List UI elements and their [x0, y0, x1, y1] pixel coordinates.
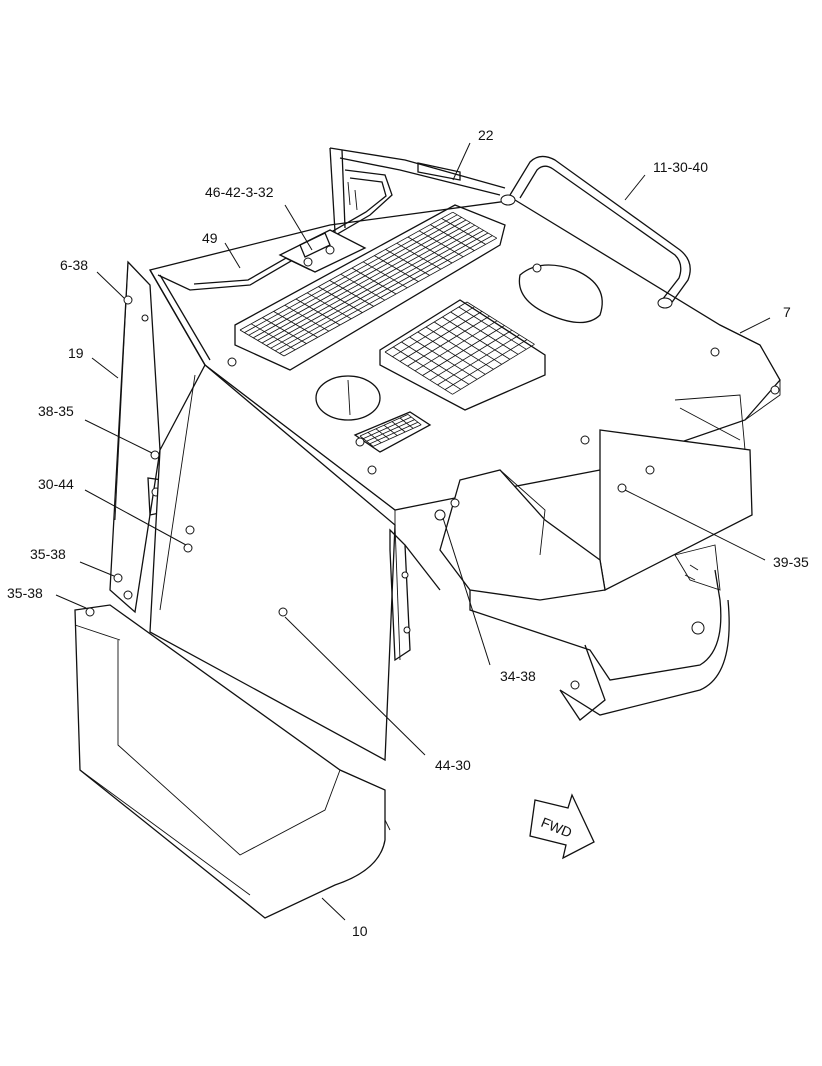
callout-10: 10: [352, 923, 368, 939]
callout-39-35: 39-35: [773, 554, 809, 570]
mesh-grid-center: [379, 299, 546, 411]
bottom-housing: [74, 604, 391, 919]
grab-handle: [500, 155, 691, 309]
callout-44-30: 44-30: [435, 757, 471, 773]
callout-22: 22: [478, 127, 494, 143]
leader-lines: [55, 142, 771, 921]
callout-49: 49: [202, 230, 218, 246]
callout-labels: 22 11-30-40 46-42-3-32 49 6-38 7 19 38-3…: [7, 127, 809, 939]
callout-34-38: 34-38: [500, 668, 536, 684]
round-opening: [315, 375, 381, 421]
callout-30-44: 30-44: [38, 476, 74, 492]
callout-19: 19: [68, 345, 84, 361]
right-panel: [540, 347, 780, 595]
bracket: [389, 528, 441, 662]
lower-duct: [439, 469, 730, 721]
callout-6-38: 6-38: [60, 257, 88, 273]
callout-35-38-upper: 35-38: [30, 546, 66, 562]
callout-7: 7: [783, 304, 791, 320]
mesh-grid-large: [234, 204, 506, 371]
mesh-grid-small: [353, 411, 432, 453]
callout-11-30-40: 11-30-40: [653, 159, 708, 175]
fwd-arrow: FWD: [529, 793, 595, 860]
callout-35-38-lower: 35-38: [7, 585, 43, 601]
callout-38-35: 38-35: [38, 403, 74, 419]
rear-trim: [157, 147, 506, 291]
front-panel: [149, 357, 460, 762]
foot-opening: [518, 263, 603, 324]
cover-plate: [278, 229, 367, 273]
callout-46-42-3-32: 46-42-3-32: [205, 184, 274, 200]
